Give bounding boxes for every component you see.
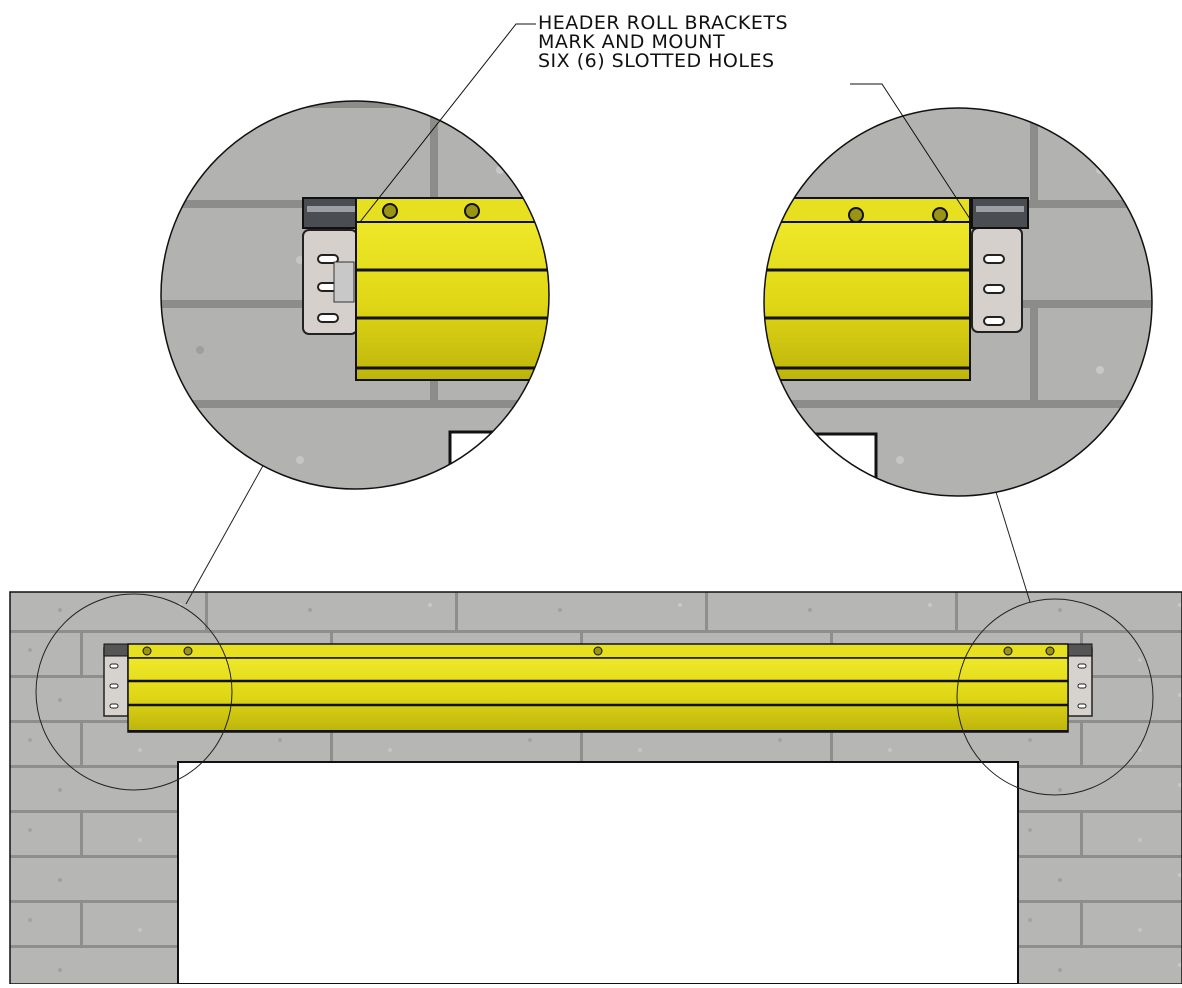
detail-circle-right-marker: [956, 598, 1154, 796]
callout-line-1: HEADER ROLL BRACKETS: [538, 12, 789, 34]
detail-circle-right: [763, 107, 1153, 497]
door-opening: [177, 761, 1019, 985]
callout-leader-right: [850, 83, 973, 223]
detail-circle-left-marker: [35, 593, 233, 791]
callout-line-3: SIX (6) SLOTTED HOLES: [538, 50, 775, 72]
detail-circle-left: [160, 100, 550, 490]
callout-leader-left: [359, 23, 536, 223]
callout-line-2: MARK AND MOUNT: [538, 31, 726, 53]
header-roll: [103, 643, 1093, 733]
detail-view-right: [763, 107, 1153, 497]
detail-view-left: [160, 100, 550, 490]
